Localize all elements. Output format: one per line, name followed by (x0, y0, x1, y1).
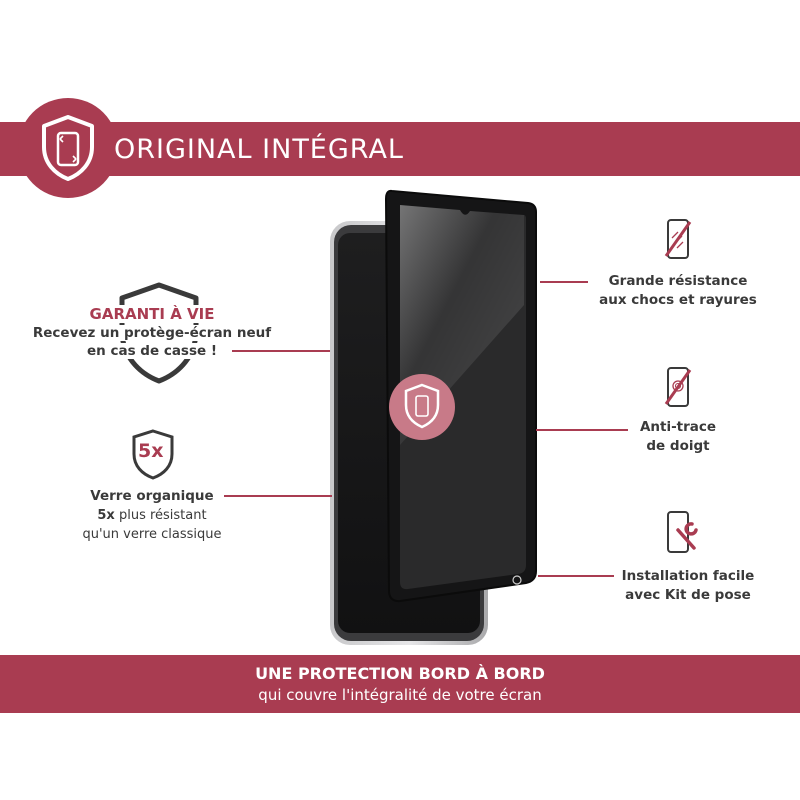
scratch-resistant-phone-icon (664, 219, 692, 259)
shield-outline-icon (119, 282, 199, 384)
guarantee-line1: Recevez un protège-écran neuf (30, 325, 274, 341)
guarantee-title: GARANTI À VIE (12, 304, 292, 324)
footer-subtitle: qui couvre l'intégralité de votre écran (258, 686, 542, 704)
footer-banner: UNE PROTECTION BORD À BORD qui couvre l'… (0, 655, 800, 713)
feature-3-line1: Installation facile (621, 568, 755, 584)
page-title: ORIGINAL INTÉGRAL (114, 134, 404, 165)
strength-connector (224, 495, 332, 497)
feature-connector-3 (538, 575, 614, 577)
strength-line2-rest: plus résistant (114, 508, 207, 523)
strength-line3: qu'un verre classique (82, 527, 222, 542)
guarantee-line2: en cas de casse ! (84, 343, 220, 359)
header-shield-badge (18, 98, 118, 198)
shield-5x-icon (132, 429, 174, 480)
phone-wrench-icon (667, 511, 698, 553)
strength-block: Verre organique 5x plus résistant qu'un … (72, 487, 232, 544)
feature-3-line2: avec Kit de pose (625, 587, 751, 603)
feature-connector-2 (536, 429, 628, 431)
feature-connector-1 (540, 281, 588, 283)
feature-text-1: Grande résistance aux chocs et rayures (588, 272, 768, 310)
header-banner (0, 122, 800, 176)
strength-line2-bold: 5x (97, 508, 115, 523)
feature-text-3: Installation facile avec Kit de pose (598, 567, 778, 605)
feature-text-2: Anti-trace de doigt (628, 418, 728, 456)
phone-illustration (330, 189, 537, 645)
strength-line1: Verre organique (90, 488, 214, 504)
shield-phone-icon (42, 115, 94, 181)
guarantee-block: GARANTI À VIE Recevez un protège-écran n… (12, 304, 292, 360)
anti-fingerprint-phone-icon (664, 367, 692, 407)
feature-2-line2: de doigt (646, 438, 710, 454)
strength-badge: 5x (138, 440, 164, 462)
guarantee-connector (232, 350, 330, 352)
footer-title: UNE PROTECTION BORD À BORD (255, 664, 545, 683)
feature-1-line2: aux chocs et rayures (599, 292, 757, 308)
feature-2-line1: Anti-trace (639, 419, 717, 435)
feature-1-line1: Grande résistance (608, 273, 748, 289)
